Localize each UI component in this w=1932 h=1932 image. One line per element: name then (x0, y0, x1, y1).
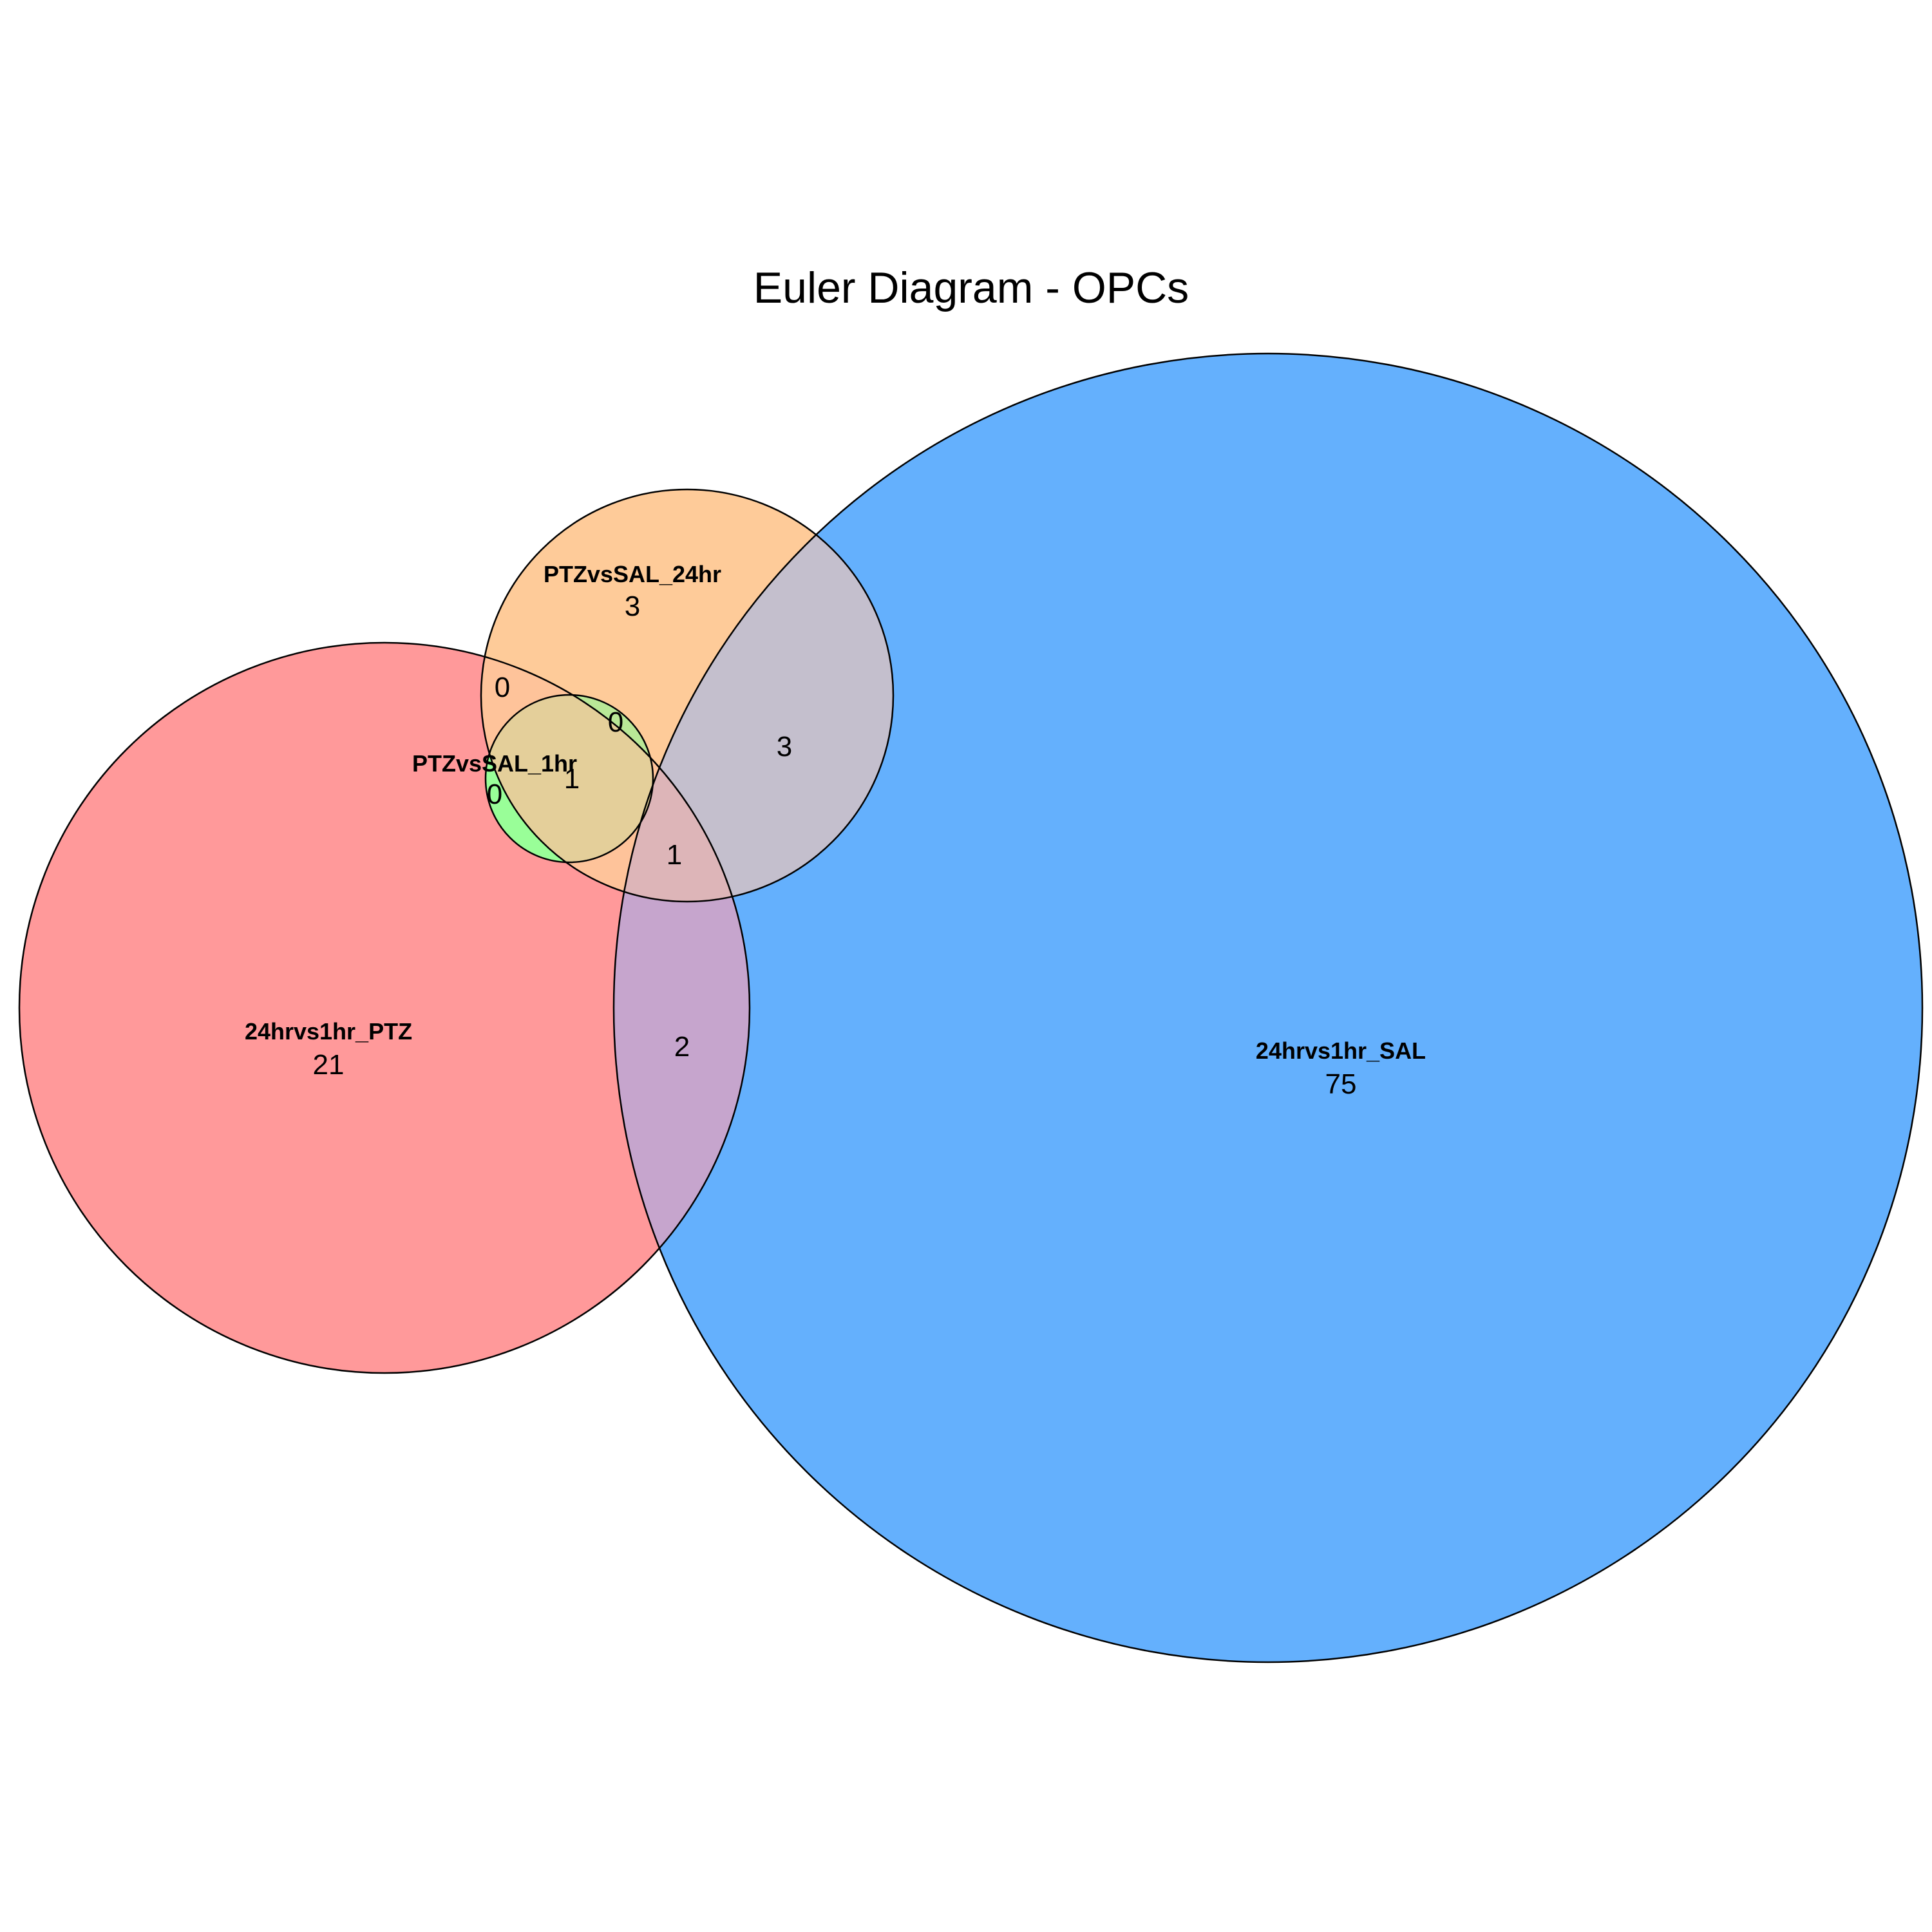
count-sal-only: 75 (1325, 1068, 1357, 1100)
count-p24-sal: 3 (777, 731, 792, 762)
set-label-ptz: 24hrvs1hr_PTZ (245, 1018, 412, 1045)
count-p24-p1: 0 (608, 706, 623, 738)
count-ptz-p24-p1: 1 (564, 763, 580, 795)
count-ptz-p1: 0 (487, 779, 502, 810)
set-label-p24: PTZvsSAL_24hr (544, 561, 721, 587)
set-sal-fill (614, 354, 1922, 1662)
set-p24-outline (480, 488, 895, 903)
region-ptz-p24-p1-fill (486, 695, 653, 862)
count-p24-only: 3 (625, 591, 640, 622)
set-p1-outline (484, 694, 654, 864)
set-label-p1: PTZvsSAL_1hr (412, 750, 577, 777)
set-ptz-outline (18, 641, 751, 1374)
diagram-title: Euler Diagram - OPCs (753, 263, 1189, 312)
count-ptz-sal: 2 (674, 1031, 690, 1063)
count-ptz-only: 21 (313, 1049, 345, 1081)
set-sal-outline (612, 352, 1924, 1663)
count-ptz-p24: 0 (495, 672, 510, 703)
set-label-sal: 24hrvs1hr_SAL (1256, 1037, 1426, 1064)
count-ptz-p24-sal: 1 (667, 839, 682, 871)
